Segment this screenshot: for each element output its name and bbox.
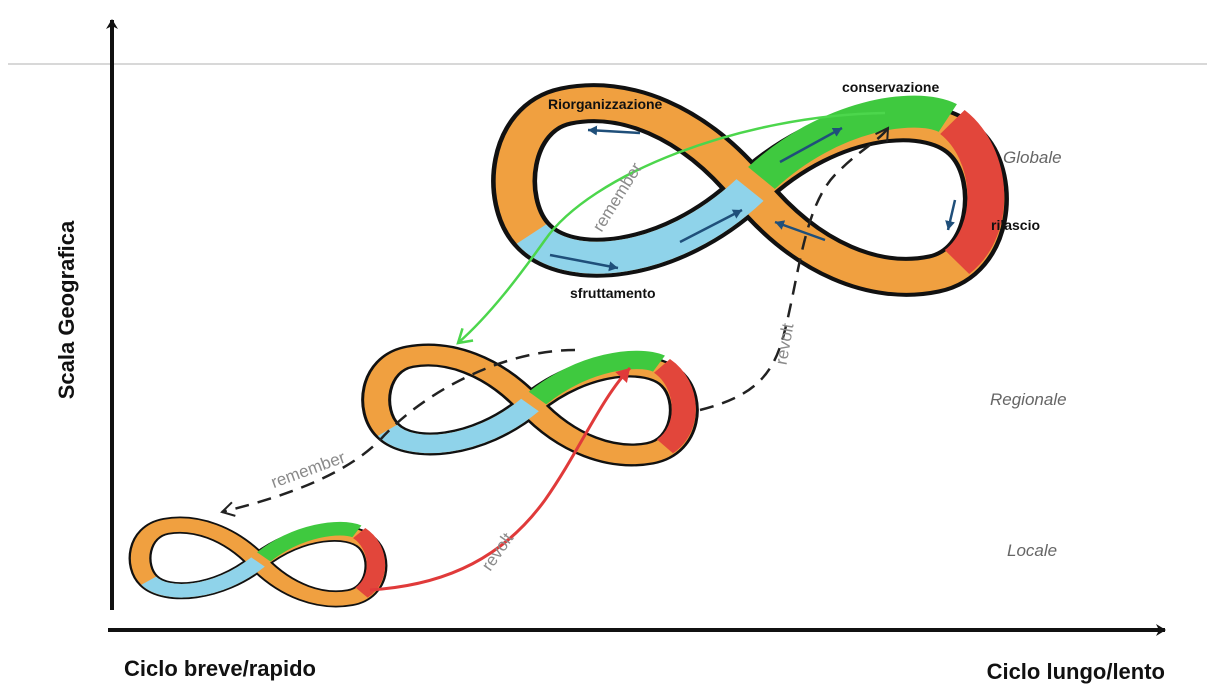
x-axis-left-label: Ciclo breve/rapido xyxy=(124,656,316,681)
phase-label-release: rilascio xyxy=(991,217,1040,233)
flow-label-revolt-top: revolt xyxy=(772,322,798,367)
phase-label-reorganization: Riorganizzazione xyxy=(548,96,663,112)
y-axis-label: Scala Geografica xyxy=(54,220,79,399)
x-axis-right-label: Ciclo lungo/lento xyxy=(987,659,1165,684)
global-direction-arrows xyxy=(549,125,957,272)
revolt-arrow-upper xyxy=(699,126,890,412)
flow-label-remember-top: remember xyxy=(589,159,646,235)
scale-label-local: Locale xyxy=(1007,541,1057,560)
revolt-arrow-lower xyxy=(369,366,632,592)
remember-arrow-lower xyxy=(220,348,576,517)
scale-label-regional: Regionale xyxy=(990,390,1067,409)
phase-label-exploitation: sfruttamento xyxy=(570,285,656,301)
phase-label-conservation: conservazione xyxy=(842,79,939,95)
remember-arrow-global xyxy=(456,111,886,345)
local-cycle xyxy=(140,525,376,599)
scale-label-global: Globale xyxy=(1003,148,1062,167)
regional-cycle xyxy=(376,355,684,455)
